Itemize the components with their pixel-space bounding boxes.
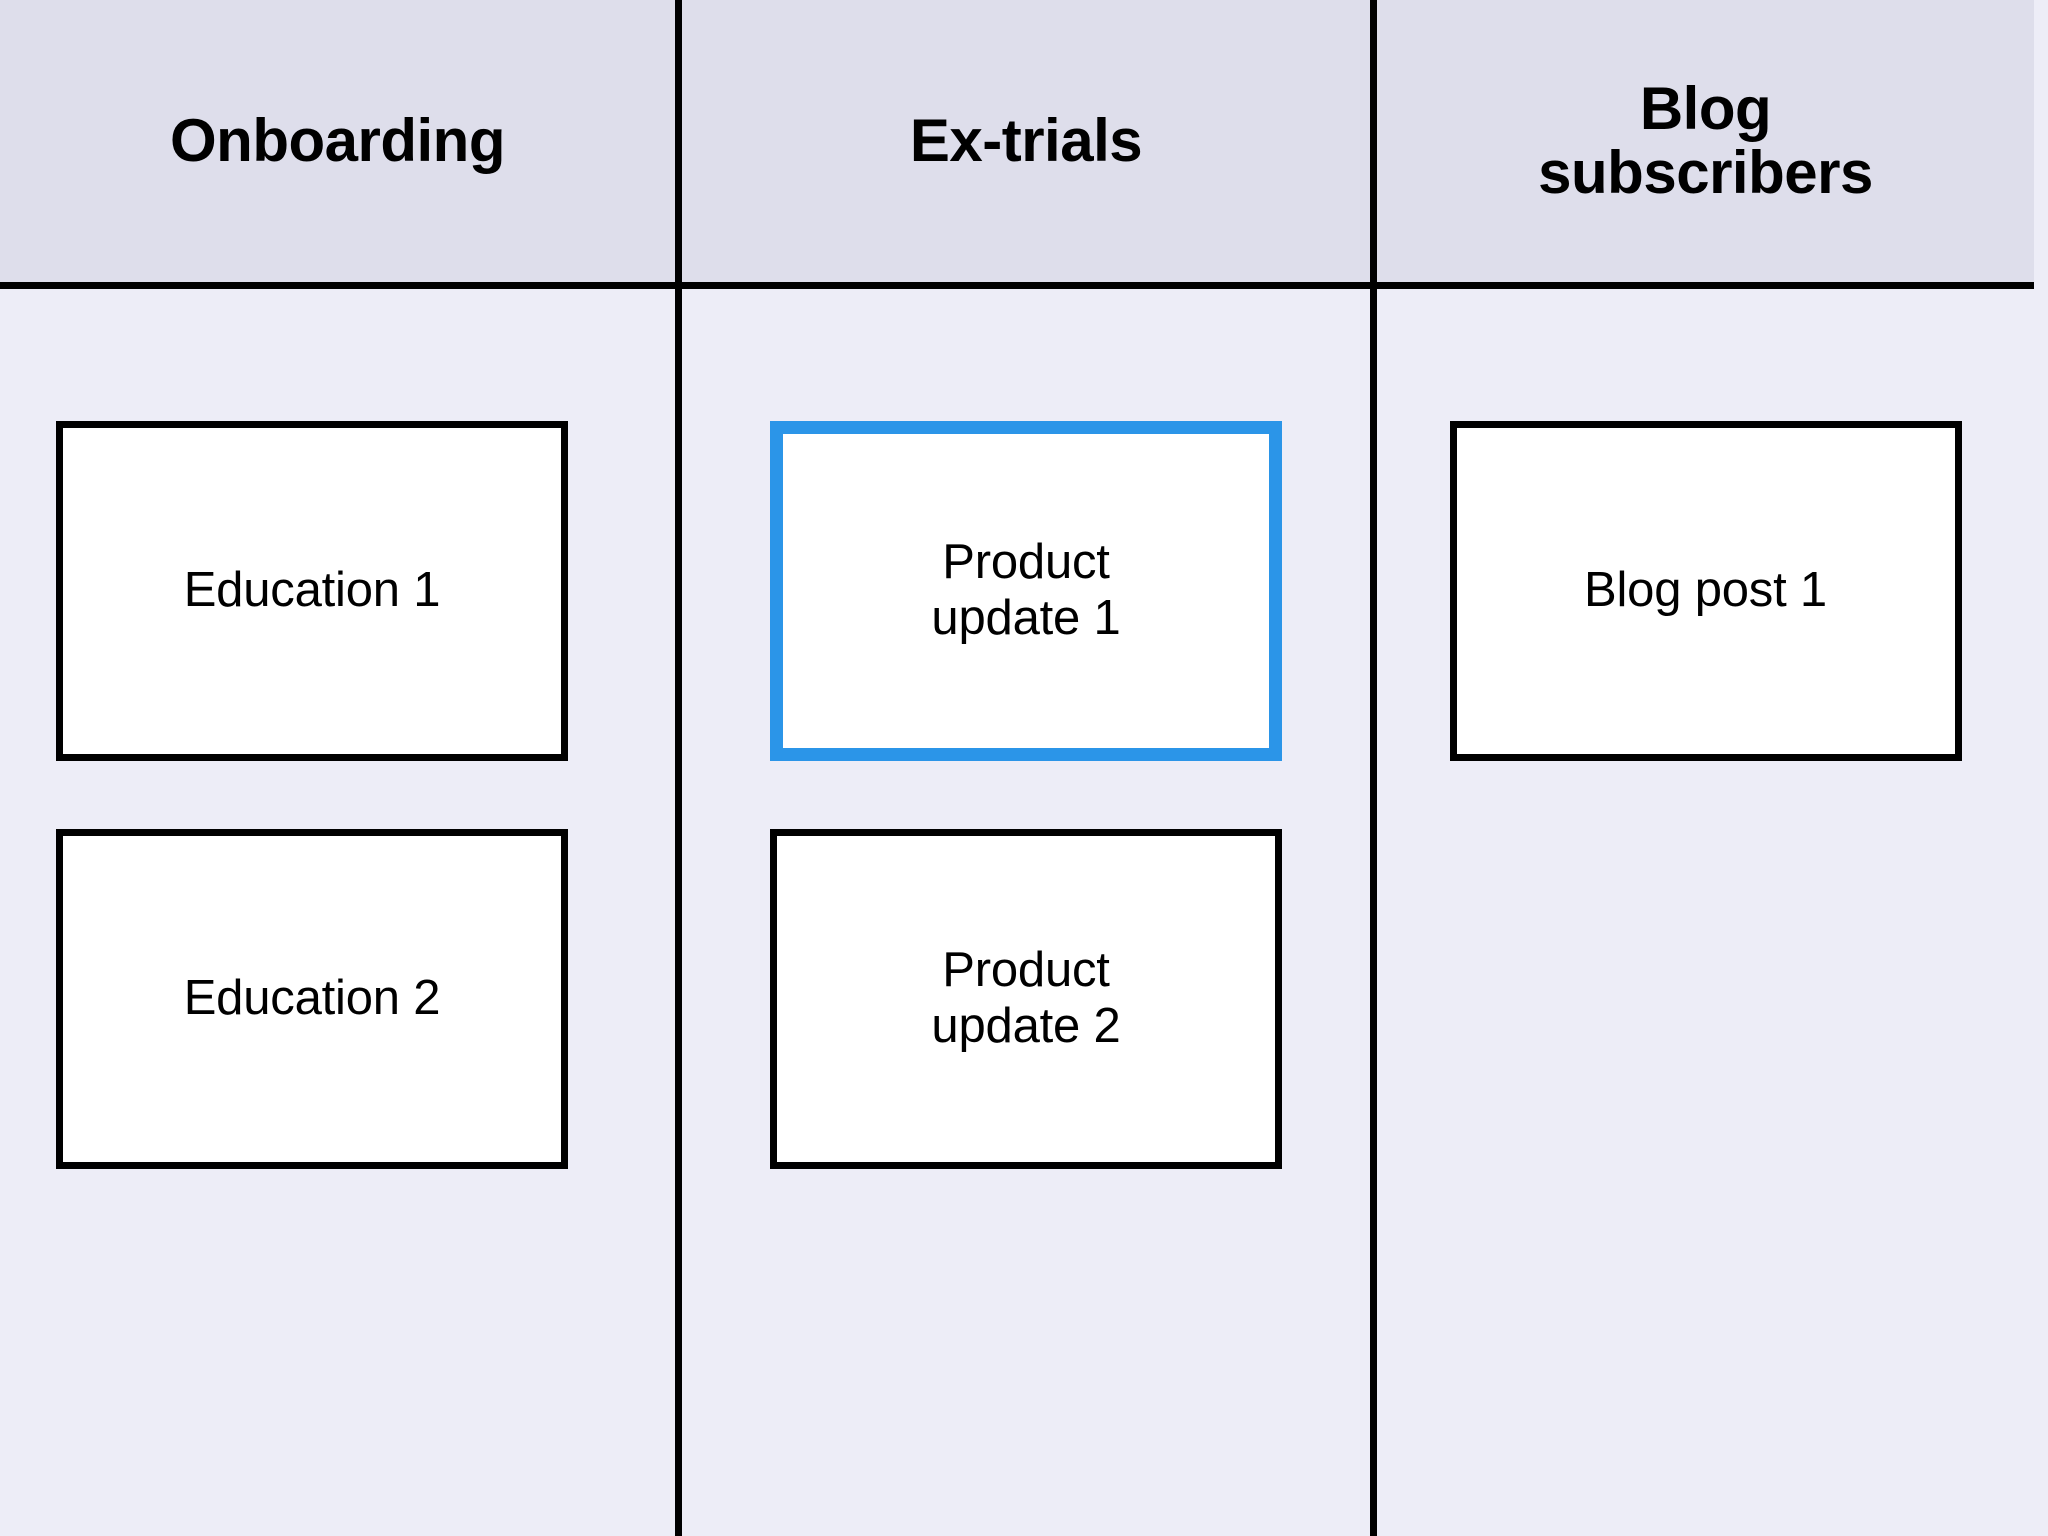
column-card-list-ex-trials: Product update 1 Product update 2 xyxy=(682,289,1370,1536)
card-label: Blog post 1 xyxy=(1584,563,1827,618)
card-label: Education 2 xyxy=(183,971,441,1026)
board-column-ex-trials: Ex-trials Product update 1 Product updat… xyxy=(675,0,1377,1536)
card-education-1[interactable]: Education 1 xyxy=(56,421,568,761)
column-card-list-blog-subscribers: Blog post 1 xyxy=(1377,289,2034,1536)
column-card-list-onboarding: Education 1 Education 2 xyxy=(0,289,675,1536)
card-label: Product update 1 xyxy=(931,535,1121,645)
card-label: Product update 2 xyxy=(931,943,1121,1053)
card-blog-post-1[interactable]: Blog post 1 xyxy=(1449,421,1962,761)
column-title: Blog subscribers xyxy=(1538,75,1873,206)
card-label: Education 1 xyxy=(183,563,441,618)
column-title: Onboarding xyxy=(170,107,505,175)
card-product-update-1[interactable]: Product update 1 xyxy=(770,421,1282,761)
card-education-2[interactable]: Education 2 xyxy=(56,829,568,1169)
column-header-onboarding[interactable]: Onboarding xyxy=(0,0,675,289)
board-column-blog-subscribers: Blog subscribers Blog post 1 xyxy=(1377,0,2034,1536)
card-product-update-2[interactable]: Product update 2 xyxy=(770,829,1282,1169)
column-header-ex-trials[interactable]: Ex-trials xyxy=(682,0,1370,289)
board-column-onboarding: Onboarding Education 1 Education 2 xyxy=(0,0,675,1536)
column-title: Ex-trials xyxy=(909,107,1143,175)
column-header-blog-subscribers[interactable]: Blog subscribers xyxy=(1377,0,2034,289)
